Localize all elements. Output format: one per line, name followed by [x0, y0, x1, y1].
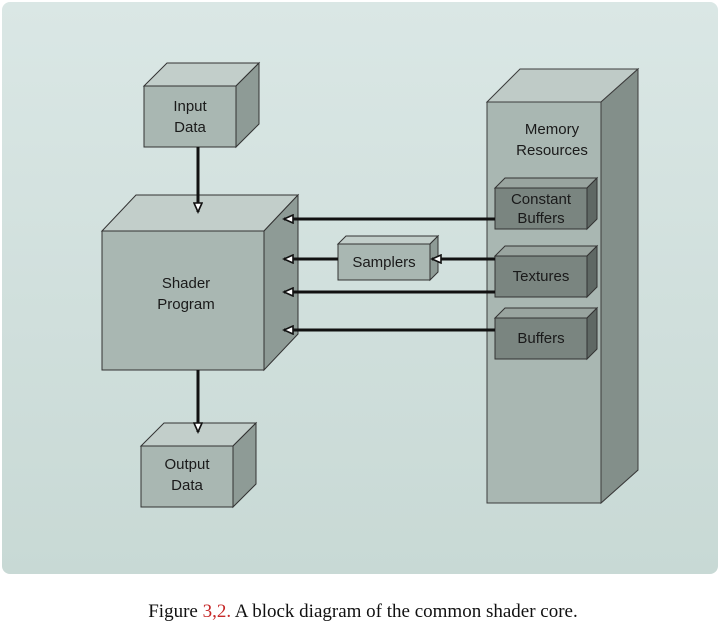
textures-label: Textures [513, 268, 570, 285]
input-data-box: Input Data [142, 61, 261, 149]
shader-program-box: Shader Program [100, 193, 300, 372]
caption-text: A block diagram of the common shader cor… [231, 601, 578, 622]
figure-caption: Figure 3,2. A block diagram of the commo… [0, 601, 726, 623]
output-data-label-line2: Data [171, 477, 203, 494]
samplers-box: Samplers [336, 234, 440, 282]
caption-prefix: Figure [148, 601, 203, 622]
textures-box: Textures [493, 244, 599, 299]
shader-core-diagram: Memory Resources Constant Buffers Textur… [100, 61, 640, 509]
input-data-label-line1: Input [173, 98, 207, 115]
constant-buffers-box: Constant Buffers [493, 176, 599, 231]
shader-program-label-line1: Shader [162, 275, 210, 292]
buffers-label: Buffers [517, 330, 564, 347]
input-data-label-line2: Data [174, 119, 206, 136]
shader-program-label-line2: Program [157, 296, 215, 313]
output-data-box: Output Data [139, 421, 258, 509]
figure-number: 3,2. [202, 601, 232, 622]
output-data-label-line1: Output [164, 456, 210, 473]
constant-buffers-label-line2: Buffers [517, 210, 564, 227]
samplers-label: Samplers [352, 254, 415, 271]
constant-buffers-label-line1: Constant [511, 191, 572, 208]
memory-resources-label-line1: Memory [525, 121, 580, 138]
buffers-box: Buffers [493, 306, 599, 361]
memory-resources-label-line2: Resources [516, 142, 588, 159]
